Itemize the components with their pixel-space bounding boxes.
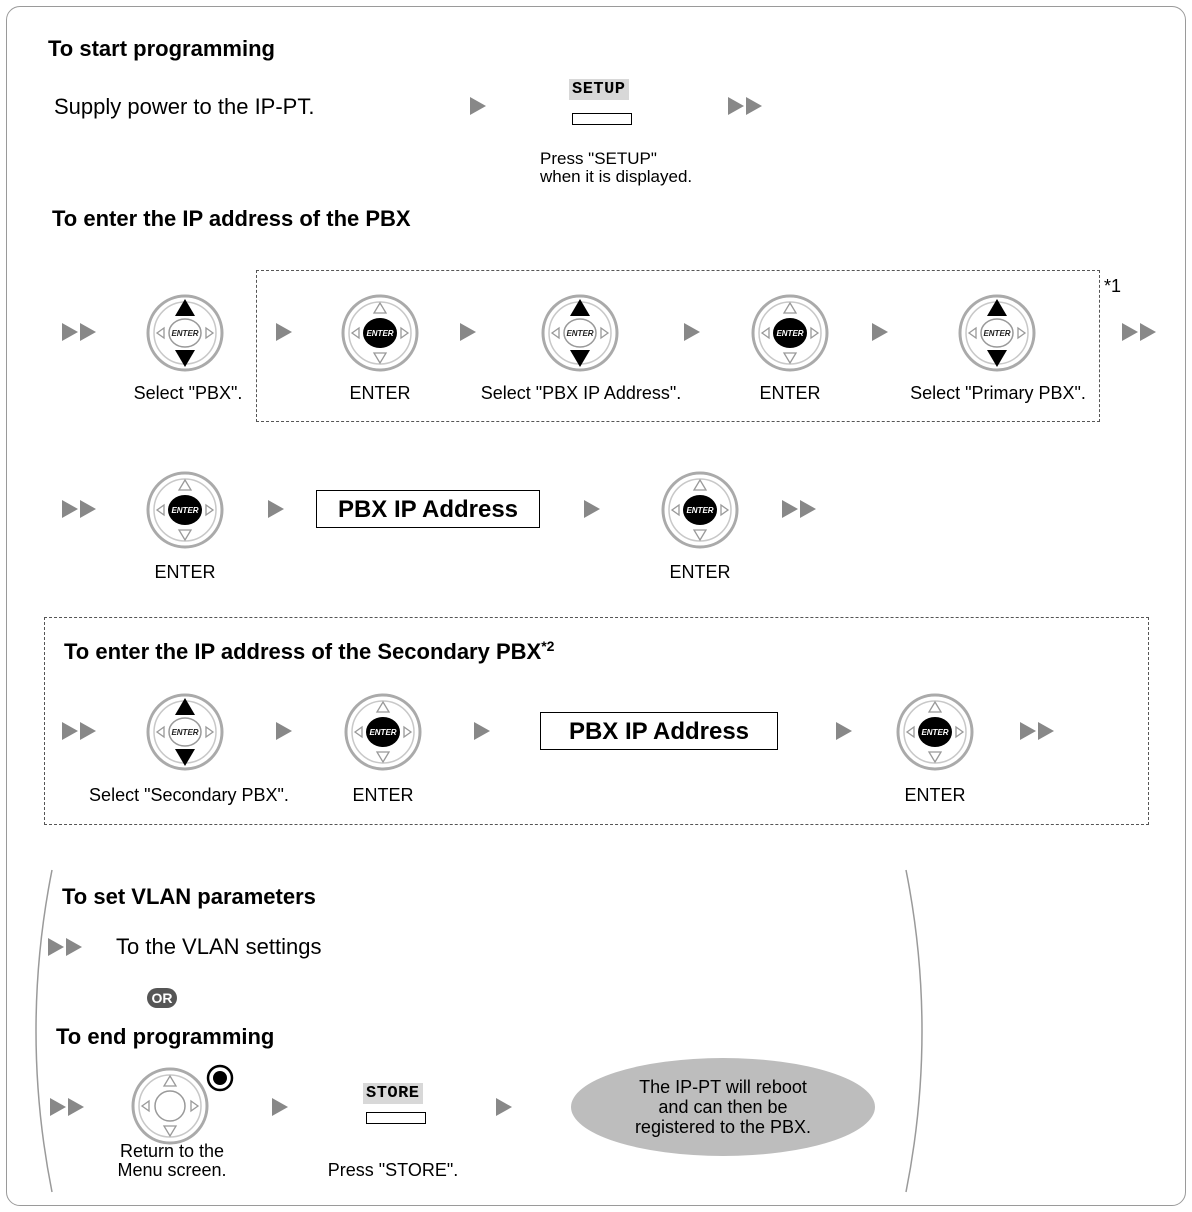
left-bracket <box>35 869 53 1193</box>
store-key: STORE <box>363 1083 423 1104</box>
reboot-line3: registered to the PBX. <box>634 1117 812 1137</box>
arrow-icon <box>496 1098 512 1116</box>
arrow-icon <box>460 323 476 341</box>
arrow-icon <box>684 323 700 341</box>
arrow-icon <box>276 323 292 341</box>
reboot-ellipse: The IP-PT will reboot and can then be re… <box>571 1058 875 1156</box>
navigator-up-down-icon <box>541 294 619 372</box>
return-caption: Return to the Menu screen. <box>110 1142 234 1180</box>
navigator-enter-icon <box>751 294 829 372</box>
store-key-label: STORE <box>363 1083 423 1104</box>
secondary-caption: ENTER <box>352 785 414 805</box>
outer-frame <box>6 6 1186 1206</box>
optional-steps-box <box>256 270 1100 422</box>
end-heading: To end programming <box>56 1024 275 1049</box>
reboot-line2: and can then be <box>658 1097 788 1117</box>
vlan-settings-text: To the VLAN settings <box>116 934 322 959</box>
secondary-caption: Select "Secondary PBX". <box>89 785 289 805</box>
secondary-heading-text: To enter the IP address of the Secondary… <box>64 639 542 664</box>
navigator-enter-icon <box>341 294 419 372</box>
double-arrow-icon <box>48 938 84 956</box>
arrow-icon <box>836 722 852 740</box>
footnote-2: *2 <box>541 638 555 654</box>
navigator-up-down-icon <box>958 294 1036 372</box>
reboot-line1: The IP-PT will reboot <box>639 1077 807 1097</box>
or-badge: OR <box>147 988 177 1008</box>
footnote-1: *1 <box>1104 276 1122 296</box>
start-heading: To start programming <box>48 36 275 61</box>
row1-caption: Select "Primary PBX". <box>910 383 1086 403</box>
arrow-icon <box>272 1098 288 1116</box>
navigator-up-down-icon <box>146 294 224 372</box>
supply-power-text: Supply power to the IP-PT. <box>54 94 315 119</box>
setup-key: SETUP <box>569 79 629 100</box>
row2-caption-right: ENTER <box>669 562 731 582</box>
arrow-icon <box>268 500 284 518</box>
navigator-enter-icon <box>344 693 422 771</box>
navigator-up-down-icon <box>146 693 224 771</box>
secondary-pbx-ip-address-box: PBX IP Address <box>540 712 778 750</box>
double-arrow-icon <box>728 97 764 115</box>
secondary-heading: To enter the IP address of the Secondary… <box>64 638 554 665</box>
row1-caption: ENTER <box>349 383 411 403</box>
row2-caption-left: ENTER <box>154 562 216 582</box>
soft-key-icon <box>366 1112 426 1124</box>
secondary-pbx-box <box>44 617 1149 825</box>
return-caption-line1: Return to the <box>119 1141 225 1161</box>
setup-caption-line1: Press "SETUP" <box>540 149 657 168</box>
return-caption-line2: Menu screen. <box>117 1160 227 1180</box>
double-arrow-icon <box>50 1098 86 1116</box>
double-arrow-icon <box>62 323 98 341</box>
double-arrow-icon <box>1122 323 1158 341</box>
right-bracket <box>905 869 923 1193</box>
navigator-enter-icon <box>661 471 739 549</box>
row1-caption: Select "PBX". <box>133 383 243 403</box>
vlan-heading: To set VLAN parameters <box>62 884 316 909</box>
navigator-enter-icon <box>896 693 974 771</box>
pbx-ip-address-box: PBX IP Address <box>316 490 540 528</box>
store-caption: Press "STORE". <box>327 1160 459 1180</box>
arrow-icon <box>584 500 600 518</box>
secondary-caption: ENTER <box>904 785 966 805</box>
double-arrow-icon <box>782 500 818 518</box>
arrow-icon <box>872 323 888 341</box>
row1-caption: ENTER <box>759 383 821 403</box>
navigator-enter-icon <box>146 471 224 549</box>
row1-caption: Select "PBX IP Address". <box>480 383 682 403</box>
setup-caption-line2: when it is displayed. <box>540 167 693 186</box>
pbx-heading: To enter the IP address of the PBX <box>52 206 411 231</box>
arrow-icon <box>276 722 292 740</box>
arrow-icon <box>474 722 490 740</box>
setup-key-label: SETUP <box>569 79 629 100</box>
double-arrow-icon <box>1020 722 1056 740</box>
soft-key-icon <box>572 113 632 125</box>
setup-caption: Press "SETUP" when it is displayed. <box>540 150 692 186</box>
double-arrow-icon <box>62 500 98 518</box>
double-arrow-icon <box>62 722 98 740</box>
navigator-cancel-icon <box>131 1064 234 1145</box>
arrow-icon <box>470 97 486 115</box>
